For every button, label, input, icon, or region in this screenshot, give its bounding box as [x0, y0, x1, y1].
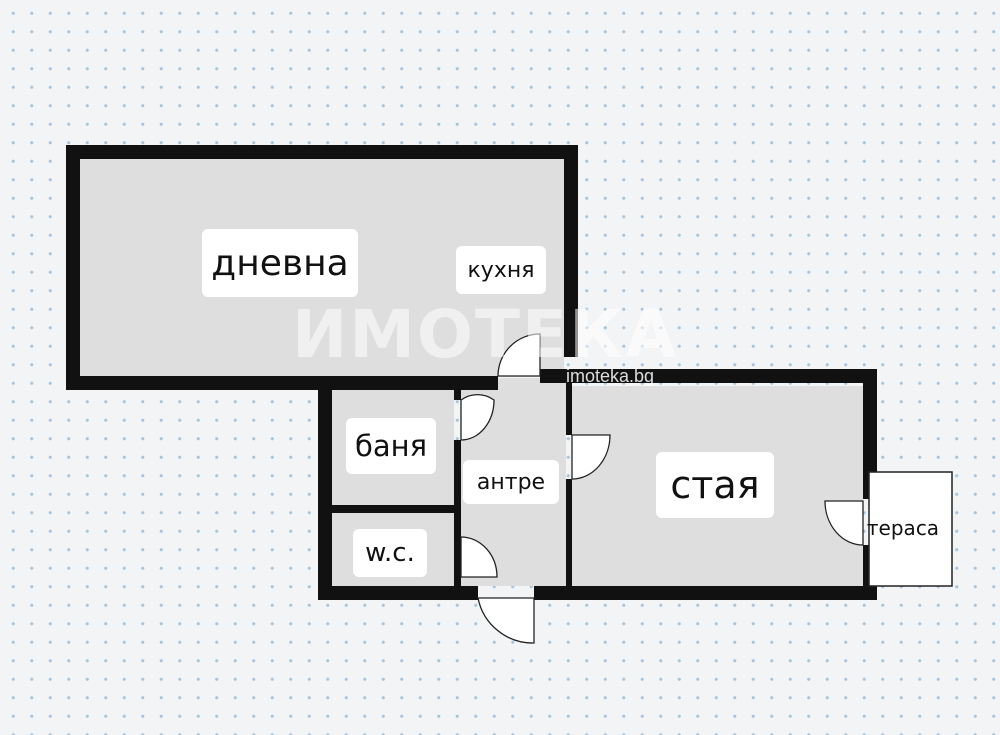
door-terrace	[824, 500, 864, 546]
room-label-wc: w.c.	[353, 529, 427, 577]
watermark-brand: ИМОТЕКА	[292, 296, 679, 373]
door-bedroom	[571, 434, 611, 480]
room-label-bedroom: стая	[656, 452, 774, 518]
watermark-url: imoteka.bg	[566, 366, 655, 386]
terrace-outline	[868, 471, 953, 587]
room-label-living: дневна	[202, 229, 358, 297]
room-label-hallway: антре	[463, 460, 559, 504]
room-label-terrace: тераса	[866, 516, 940, 540]
room-label-bathroom: баня	[346, 418, 436, 474]
door-bathroom	[460, 393, 495, 441]
door-wc	[460, 536, 498, 578]
doors	[460, 333, 864, 644]
door-entrance	[477, 597, 535, 644]
room-label-kitchen: кухня	[456, 246, 546, 294]
walls	[66, 145, 877, 600]
door-kitchen	[497, 333, 541, 377]
